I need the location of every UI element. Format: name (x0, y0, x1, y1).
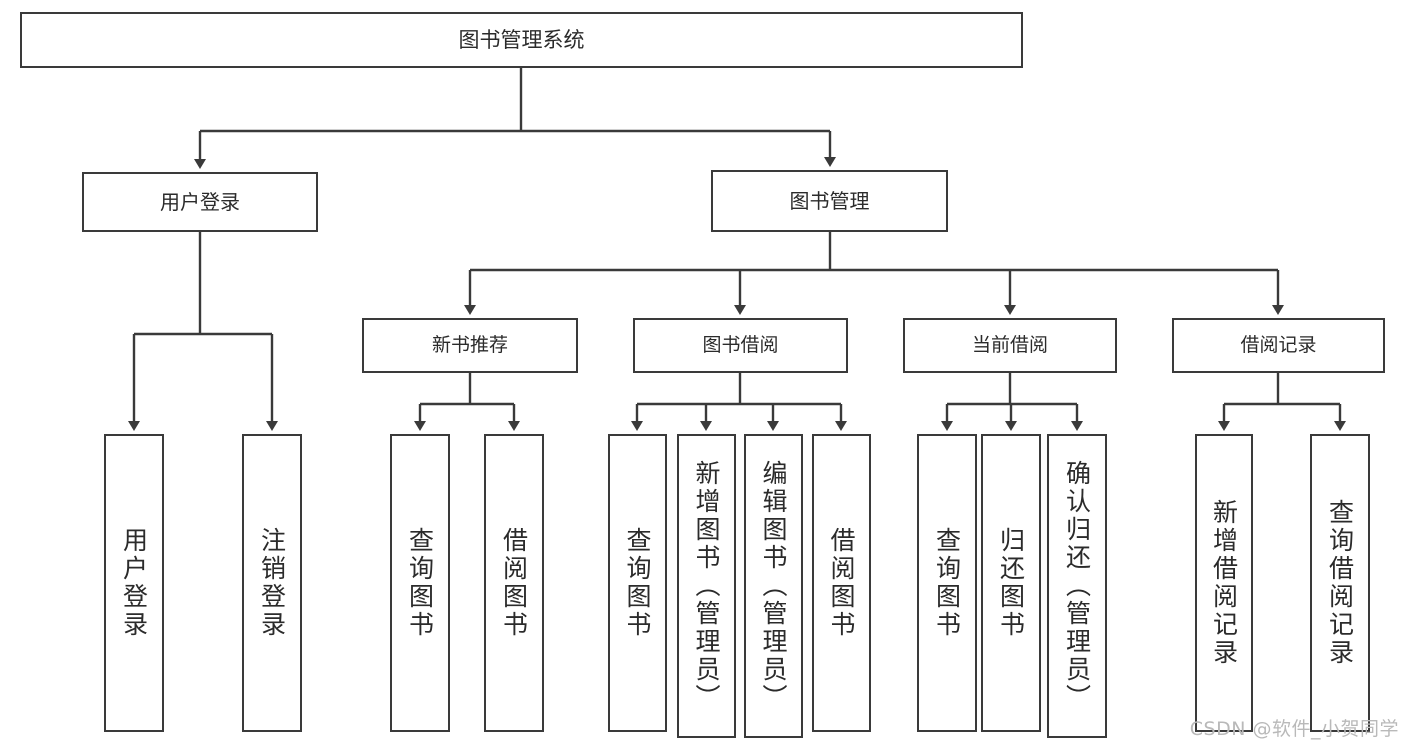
node-new-book-recommend[interactable]: 新书推荐 (362, 318, 578, 373)
leaf-borrow-book[interactable]: 借阅图书 (812, 434, 871, 732)
leaf-user-login-label: 用户登录 (119, 527, 149, 639)
leaf-return-book-label: 归还图书 (996, 527, 1026, 639)
node-book-borrow[interactable]: 图书借阅 (633, 318, 848, 373)
leaf-add-borrow-record-label: 新增借阅记录 (1209, 499, 1239, 667)
leaf-user-login[interactable]: 用户登录 (104, 434, 164, 732)
leaf-return-book[interactable]: 归还图书 (981, 434, 1041, 732)
leaf-add-book-admin[interactable]: 新增图书（管理员） (677, 434, 736, 738)
node-user-login-label: 用户登录 (160, 189, 240, 214)
node-book-management-label: 图书管理 (789, 188, 870, 213)
leaf-edit-book-admin[interactable]: 编辑图书（管理员） (744, 434, 803, 738)
leaf-borrow-book-label: 借阅图书 (827, 527, 856, 639)
node-book-management[interactable]: 图书管理 (711, 170, 948, 232)
leaf-query-book-current-label: 查询图书 (932, 527, 962, 639)
leaf-edit-book-admin-label: 编辑图书（管理员） (759, 460, 788, 712)
node-root[interactable]: 图书管理系统 (20, 12, 1023, 68)
node-user-login[interactable]: 用户登录 (82, 172, 318, 232)
leaf-add-borrow-record[interactable]: 新增借阅记录 (1195, 434, 1253, 732)
leaf-confirm-return-admin[interactable]: 确认归还（管理员） (1047, 434, 1107, 738)
leaf-add-book-admin-label: 新增图书（管理员） (692, 460, 721, 712)
node-new-book-recommend-label: 新书推荐 (431, 333, 508, 356)
node-borrow-record[interactable]: 借阅记录 (1172, 318, 1385, 373)
leaf-query-book-current[interactable]: 查询图书 (917, 434, 977, 732)
leaf-query-book-recommend-label: 查询图书 (405, 527, 435, 639)
leaf-query-book-borrow-label: 查询图书 (623, 527, 652, 639)
node-current-borrow[interactable]: 当前借阅 (903, 318, 1117, 373)
leaf-query-book-borrow[interactable]: 查询图书 (608, 434, 667, 732)
node-borrow-record-label: 借阅记录 (1240, 333, 1317, 356)
leaf-confirm-return-admin-label: 确认归还（管理员） (1062, 460, 1092, 712)
node-current-borrow-label: 当前借阅 (971, 333, 1048, 356)
node-root-label: 图书管理系统 (458, 27, 585, 52)
leaf-borrow-book-recommend[interactable]: 借阅图书 (484, 434, 544, 732)
leaf-borrow-book-recommend-label: 借阅图书 (499, 527, 529, 639)
leaf-query-borrow-record-label: 查询借阅记录 (1325, 499, 1355, 667)
leaf-logout-label: 注销登录 (257, 527, 287, 639)
leaf-query-borrow-record[interactable]: 查询借阅记录 (1310, 434, 1370, 732)
leaf-query-book-recommend[interactable]: 查询图书 (390, 434, 450, 732)
node-book-borrow-label: 图书借阅 (702, 333, 779, 356)
leaf-logout[interactable]: 注销登录 (242, 434, 302, 732)
